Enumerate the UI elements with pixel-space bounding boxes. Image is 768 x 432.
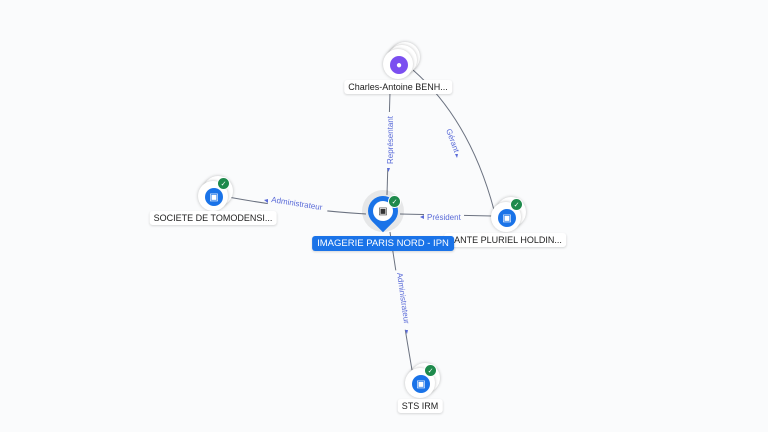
node-person-label[interactable]: Charles-Antoine BENH... — [344, 80, 452, 94]
building-icon: ▣ — [205, 188, 223, 206]
edge-label-president: Président — [427, 213, 462, 222]
node-main-label[interactable]: IMAGERIE PARIS NORD - IPN — [312, 236, 454, 251]
node-sante[interactable]: ▣ ✓ — [490, 197, 526, 233]
node-main[interactable]: ▣ ✓ — [361, 189, 405, 233]
building-icon: ▣ — [412, 375, 430, 393]
verified-icon: ✓ — [217, 177, 230, 190]
node-sante-label[interactable]: SANTE PLURIEL HOLDIN... — [444, 233, 566, 247]
node-sts-label[interactable]: STS IRM — [397, 399, 443, 413]
node-societe-label[interactable]: SOCIETE DE TOMODENSI... — [149, 211, 277, 225]
building-icon: ▣ — [373, 201, 393, 221]
node-person[interactable]: ● — [382, 42, 420, 80]
person-icon: ● — [390, 56, 408, 74]
node-sts[interactable]: ▣ ✓ — [404, 363, 440, 399]
edge-label-representant: Représentant — [386, 115, 395, 164]
node-societe[interactable]: ▣ ✓ — [197, 176, 233, 212]
verified-icon: ✓ — [388, 195, 401, 208]
verified-icon: ✓ — [510, 198, 523, 211]
building-icon: ▣ — [498, 209, 516, 227]
verified-icon: ✓ — [424, 364, 437, 377]
